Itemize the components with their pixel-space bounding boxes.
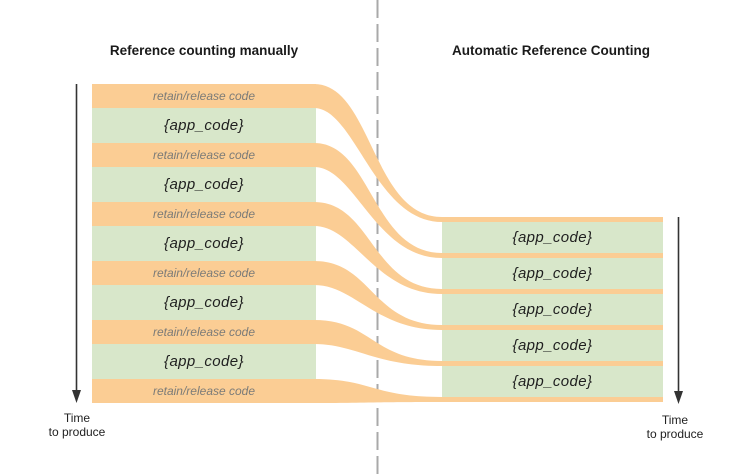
retain-release-band: retain/release code — [92, 143, 316, 167]
retain-release-band: retain/release code — [92, 379, 316, 403]
manual-counting-title: Reference counting manually — [109, 43, 299, 58]
retain-release-flow — [314, 320, 446, 366]
time-arrow-right — [674, 217, 683, 404]
time-arrow-left — [72, 84, 81, 403]
app-code-band: {app_code} — [442, 294, 663, 325]
arrowhead-down-icon — [72, 390, 81, 403]
retain-release-band: retain/release code — [92, 320, 316, 344]
app-code-band: {app_code} — [92, 285, 316, 320]
retain-release-band: retain/release code — [92, 84, 316, 108]
app-code-band: {app_code} — [92, 226, 316, 261]
arrowhead-down-icon — [674, 391, 683, 404]
app-code-band: {app_code} — [442, 330, 663, 361]
retain-release-band: retain/release code — [92, 202, 316, 226]
app-code-band: {app_code} — [442, 258, 663, 289]
time-label-line2: to produce — [48, 424, 106, 439]
retain-release-band: retain/release code — [92, 261, 316, 285]
retain-release-stripe — [442, 325, 663, 330]
retain-release-flow — [314, 202, 446, 294]
app-code-band: {app_code} — [92, 167, 316, 202]
retain-release-stripe — [442, 397, 663, 402]
retain-release-flow — [314, 143, 446, 258]
retain-release-stripe — [442, 217, 663, 222]
app-code-band: {app_code} — [442, 366, 663, 397]
time-to-produce-label-right: Time to produce — [615, 413, 735, 441]
retain-release-flow — [314, 261, 446, 330]
retain-release-stripe — [442, 253, 663, 258]
time-label-line1: Time — [63, 411, 91, 425]
retain-release-flow — [314, 379, 446, 403]
time-label-line1: Time — [661, 413, 689, 427]
arc-title: Automatic Reference Counting — [451, 43, 651, 58]
app-code-band: {app_code} — [442, 222, 663, 253]
time-label-line2: to produce — [646, 426, 704, 441]
app-code-band: {app_code} — [92, 344, 316, 379]
time-to-produce-label-left: Time to produce — [17, 411, 137, 439]
retain-release-stripe — [442, 361, 663, 366]
retain-release-flow — [314, 84, 446, 222]
retain-release-stripe — [442, 289, 663, 294]
app-code-band: {app_code} — [92, 108, 316, 143]
